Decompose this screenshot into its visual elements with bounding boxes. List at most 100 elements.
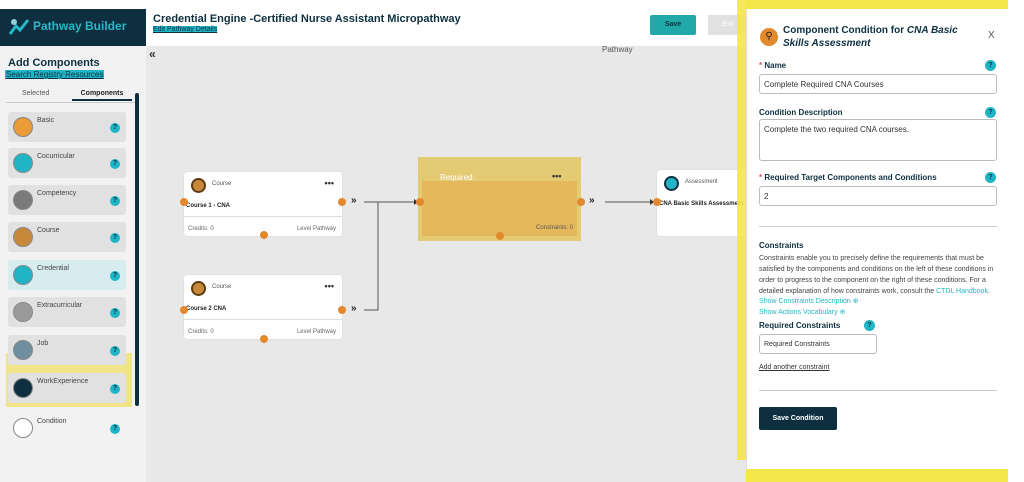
help-icon[interactable]: ? — [110, 346, 120, 356]
node-credits: Credits: 0 — [188, 226, 214, 232]
condition-icon: ⚲ — [760, 28, 778, 46]
credential-icon — [13, 265, 33, 285]
job-icon — [13, 340, 33, 360]
component-card-label: Extracurricular — [37, 302, 83, 309]
component-card-job[interactable]: Job? — [8, 335, 126, 365]
show-constraints-text[interactable]: Show Constraints Description — [759, 298, 851, 305]
node-level: Level Pathway — [296, 329, 336, 335]
help-icon[interactable]: ? — [985, 107, 996, 118]
connector-dot[interactable] — [653, 198, 661, 206]
connector-dot[interactable] — [416, 198, 424, 206]
connector-dot[interactable] — [577, 198, 585, 206]
connector-dot[interactable] — [260, 231, 268, 239]
course-icon — [191, 281, 206, 296]
connector-dot[interactable] — [180, 198, 188, 206]
connector-dot[interactable] — [496, 232, 504, 240]
node-type: Assessment — [685, 179, 718, 185]
target-field[interactable]: 2 — [759, 186, 997, 206]
cocurricular-icon — [13, 153, 33, 173]
highlight-bar-top — [746, 0, 1008, 9]
node-menu-icon[interactable]: ••• — [552, 171, 562, 181]
help-icon[interactable]: ? — [110, 196, 120, 206]
basic-icon — [13, 117, 33, 137]
add-components-heading: Add Components — [8, 57, 100, 69]
show-constraints-link[interactable]: Show Constraints Description ⊕ — [759, 297, 859, 305]
divider — [759, 390, 997, 391]
help-icon[interactable]: ? — [110, 384, 120, 394]
component-card-label: Competency — [37, 190, 77, 197]
help-icon[interactable]: ? — [110, 123, 120, 133]
arrow-next-icon: » — [351, 303, 357, 314]
help-icon[interactable]: ? — [864, 320, 875, 331]
save-condition-button[interactable]: Save Condition — [759, 407, 837, 430]
connector-dot[interactable] — [180, 306, 188, 314]
help-icon[interactable]: ? — [985, 172, 996, 183]
node-name: Course 2 CNA — [186, 306, 227, 312]
panel-title-target: CNA Basic Skills Assessment — [783, 25, 958, 49]
arrow-next-icon: » — [589, 195, 595, 206]
component-card-label: Cocurricular — [37, 153, 75, 160]
help-icon[interactable]: ? — [110, 233, 120, 243]
connector-dot[interactable] — [338, 306, 346, 314]
pathway-canvas[interactable] — [146, 46, 746, 482]
required-condition-node[interactable]: Required: ••• Constraints: 0 — [418, 157, 581, 241]
close-icon[interactable]: X — [988, 30, 995, 41]
component-card-basic[interactable]: Basic? — [8, 112, 126, 142]
connector-dot[interactable] — [260, 335, 268, 343]
help-icon[interactable]: ? — [110, 308, 120, 318]
help-icon[interactable]: ? — [985, 60, 996, 71]
node-menu-icon[interactable]: ••• — [324, 178, 334, 188]
component-card-condition[interactable]: Condition? — [8, 413, 126, 443]
course-icon — [13, 227, 33, 247]
name-field[interactable]: Complete Required CNA Courses — [759, 74, 997, 94]
condition-panel — [746, 9, 1008, 482]
node-menu-icon[interactable]: ••• — [324, 281, 334, 291]
expand-icon: ⊕ — [852, 298, 859, 305]
required-node-body — [422, 181, 577, 236]
add-constraint-link[interactable]: Add another constraint — [759, 364, 830, 371]
description-label: Condition Description — [759, 108, 843, 117]
target-label-text: Required Target Components and Condition… — [764, 173, 937, 182]
constraints-description: Constraints enable you to precisely defi… — [759, 255, 994, 295]
name-label: * Name — [759, 61, 787, 70]
edit-pathway-link[interactable]: Edit Pathway Details — [153, 26, 218, 33]
component-card-label: Course — [37, 227, 60, 234]
show-actions-link[interactable]: Show Actions Vocabulary ⊕ — [759, 308, 845, 316]
component-card-course[interactable]: Course? — [8, 222, 126, 252]
component-card-label: Condition — [37, 418, 67, 425]
sidebar-scrollbar[interactable] — [135, 93, 139, 406]
component-card-label: WorkExperience — [37, 378, 89, 385]
assessment-node[interactable]: Assessment CNA Basic Skills Assessment — [657, 170, 747, 236]
tab-selected[interactable]: Selected — [22, 90, 50, 97]
help-icon[interactable]: ? — [110, 271, 120, 281]
help-icon[interactable]: ? — [110, 424, 120, 434]
node-type: Course — [212, 181, 232, 187]
handbook-link[interactable]: CTDL Handbook — [936, 288, 988, 295]
node-level: Level Pathway — [296, 226, 336, 232]
course-node-1[interactable]: Course ••• Course 1 - CNA Credits: 0 Lev… — [184, 172, 342, 236]
help-icon[interactable]: ? — [110, 159, 120, 169]
show-actions-text[interactable]: Show Actions Vocabulary — [759, 309, 838, 316]
node-divider — [184, 216, 342, 217]
component-card-cocurricular[interactable]: Cocurricular? — [8, 148, 126, 178]
pathway-title: Credential Engine -Certified Nurse Assis… — [153, 13, 461, 25]
divider — [759, 226, 997, 227]
required-constraints-field[interactable]: Required Constraints — [759, 334, 877, 354]
course-node-2[interactable]: Course ••• Course 2 CNA Credits: 0 Level… — [184, 275, 342, 339]
tab-components[interactable]: Components — [72, 90, 132, 101]
component-card-competency[interactable]: Competency? — [8, 185, 126, 215]
search-registry-link[interactable]: Search Registry Resources — [5, 70, 105, 79]
course-icon — [191, 178, 206, 193]
description-field[interactable]: Complete the two required CNA courses. — [759, 119, 997, 161]
component-card-credential[interactable]: Credential? — [8, 260, 126, 290]
save-button[interactable]: Save — [650, 15, 696, 35]
node-name: Course 1 - CNA — [186, 203, 231, 209]
collapse-sidebar-icon[interactable]: « — [149, 47, 156, 61]
connector-dot[interactable] — [338, 198, 346, 206]
component-card-workexperience[interactable]: WorkExperience? — [8, 373, 126, 403]
component-card-extracurricular[interactable]: Extracurricular? — [8, 297, 126, 327]
expand-icon: ⊕ — [839, 309, 846, 316]
app-title: Pathway Builder — [33, 19, 127, 33]
pathway-logo-icon — [8, 19, 30, 35]
competency-icon — [13, 190, 33, 210]
